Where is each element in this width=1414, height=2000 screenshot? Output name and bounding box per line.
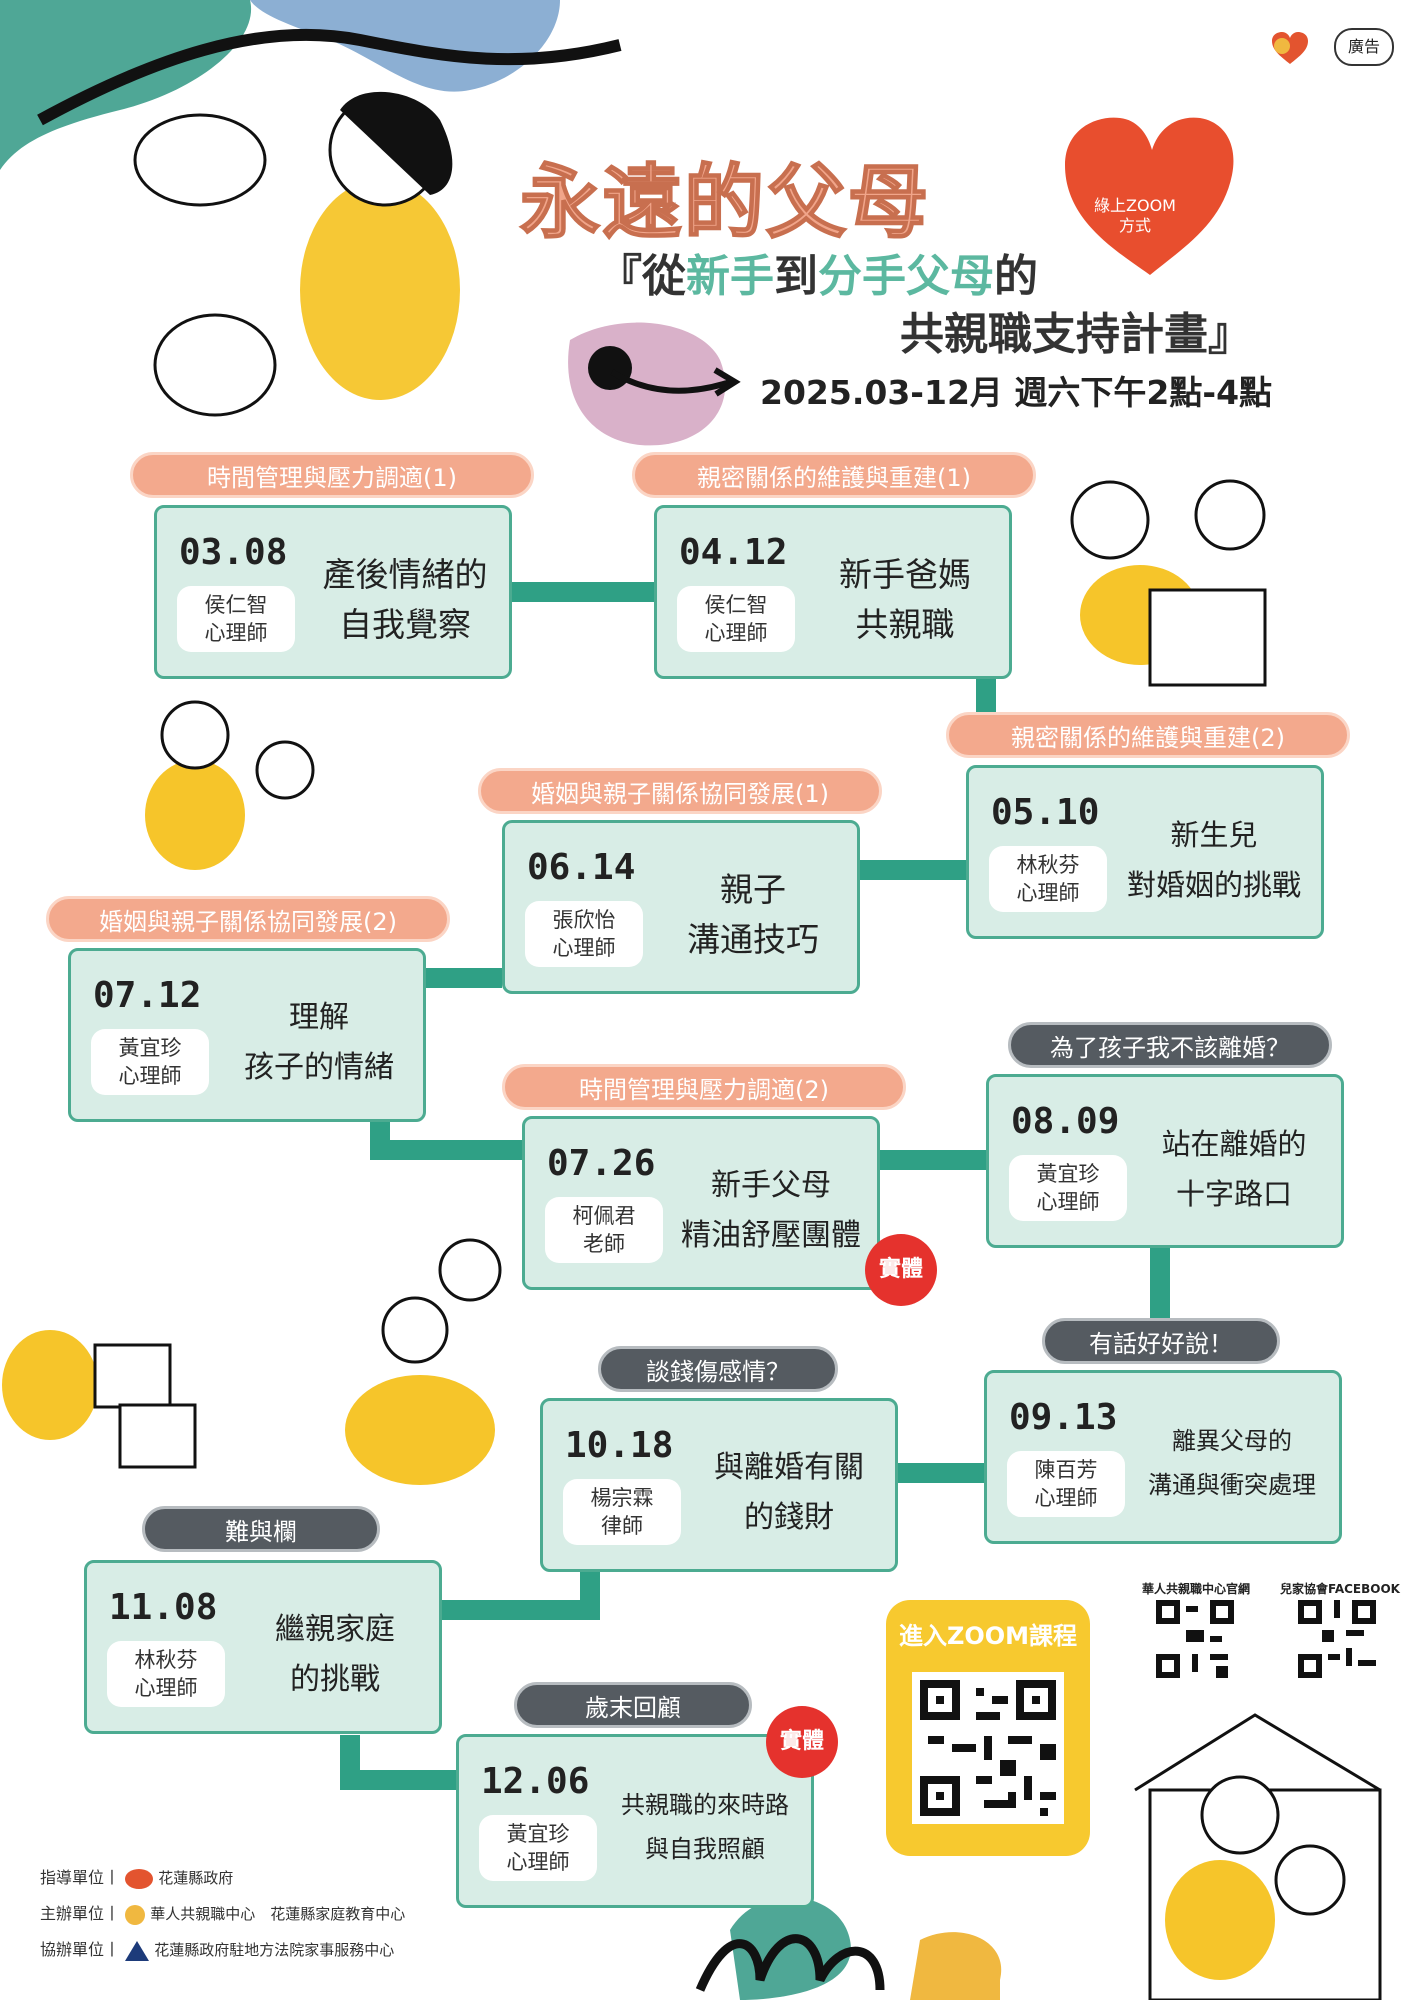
session-title: 站在離婚的 十字路口 xyxy=(1161,1127,1307,1211)
session-speaker: 林秋芬 心理師 xyxy=(989,846,1107,912)
session-title: 離異父母的 溝通與衝突處理 xyxy=(1148,1427,1316,1499)
subtitle-highlight-1: 新手 xyxy=(686,251,774,302)
topic-pill: 難與欄 xyxy=(142,1506,380,1552)
session-date: 11.08 xyxy=(109,1587,218,1628)
session-speaker: 黃宜珍 心理師 xyxy=(1009,1155,1127,1221)
in-person-badge: 實體 xyxy=(766,1706,838,1778)
session-card: 07.12 黃宜珍 心理師 理解 孩子的情緒 xyxy=(68,948,426,1122)
session-card: 11.08 林秋芬 心理師 繼親家庭 的挑戰 xyxy=(84,1560,442,1734)
footer-org: 花蓮縣政府 xyxy=(158,1869,234,1887)
subtitle-line-2: 共親職支持計畫』 xyxy=(900,309,1252,360)
session-card: 10.18 楊宗霖 律師 與離婚有關 的錢財 xyxy=(540,1398,898,1572)
hualien-logo-icon xyxy=(125,1868,154,1889)
subtitle-line-1: 『從新手到分手父母的 xyxy=(598,240,1038,304)
session-date: 10.18 xyxy=(565,1425,674,1466)
session-date: 12.06 xyxy=(481,1761,590,1802)
session-card: 03.08 侯仁智 心理師 產後情緒的 自我覺察 xyxy=(154,505,512,679)
session-title: 共親職的來時路 與自我照顧 xyxy=(621,1791,789,1863)
session-date: 05.10 xyxy=(991,792,1100,833)
session-speaker: 黃宜珍 心理師 xyxy=(479,1815,597,1881)
session-card: 05.10 林秋芬 心理師 新生兒 對婚姻的挑戰 xyxy=(966,765,1324,939)
subtitle-open: 『從 xyxy=(598,251,686,302)
topic-pill: 談錢傷感情？ xyxy=(598,1346,838,1392)
session-date: 09.13 xyxy=(1009,1397,1118,1438)
ad-badge: 廣告 xyxy=(1334,28,1394,66)
footer-guidance: 指導單位丨 花蓮縣政府 xyxy=(40,1864,233,1889)
session-title: 新生兒 對婚姻的挑戰 xyxy=(1126,818,1301,902)
session-speaker: 楊宗霖 律師 xyxy=(563,1479,681,1545)
subtitle-highlight-2: 分手父母 xyxy=(818,251,994,302)
zoom-course-link[interactable]: 進入ZOOM課程 xyxy=(886,1600,1090,1856)
session-date: 08.09 xyxy=(1011,1101,1120,1142)
session-speaker: 張欣怡 心理師 xyxy=(525,901,643,967)
facebook-qr-code-icon[interactable] xyxy=(1298,1600,1376,1678)
session-title: 與離婚有關 的錢財 xyxy=(714,1450,864,1535)
in-person-badge: 實體 xyxy=(865,1234,937,1306)
zoom-method-label: 綠上ZOOM 方式 xyxy=(1094,196,1176,235)
event-date: 2025.03-12月 週六下午2點-4點 xyxy=(760,373,1273,412)
session-speaker: 黃宜珍 心理師 xyxy=(91,1029,209,1095)
session-title: 新手爸媽 共親職 xyxy=(839,555,971,644)
session-date: 07.26 xyxy=(547,1143,656,1184)
session-date: 06.14 xyxy=(527,847,636,888)
session-card: 07.26 柯佩君 老師 新手父母 精油舒壓團體 xyxy=(522,1116,880,1290)
topic-pill: 為了孩子我不該離婚？ xyxy=(1008,1022,1332,1068)
qr-label: 華人共親職中心官網 xyxy=(1142,1582,1251,1596)
subtitle-end: 的 xyxy=(994,251,1038,302)
session-card: 08.09 黃宜珍 心理師 站在離婚的 十字路口 xyxy=(986,1074,1344,1248)
session-card: 06.14 張欣怡 心理師 親子 溝通技巧 xyxy=(502,820,860,994)
session-speaker: 柯佩君 老師 xyxy=(545,1197,663,1263)
session-title: 新手父母 精油舒壓團體 xyxy=(681,1168,861,1253)
footer-org: 花蓮縣政府駐地方法院家事服務中心 xyxy=(154,1941,395,1959)
session-speaker: 林秋芬 心理師 xyxy=(107,1641,225,1707)
session-speaker: 侯仁智 心理師 xyxy=(177,586,295,652)
heart-icon xyxy=(1065,117,1234,275)
website-qr-code-icon[interactable] xyxy=(1156,1600,1234,1678)
session-title: 繼親家庭 的挑戰 xyxy=(275,1612,395,1697)
session-title: 理解 孩子的情緒 xyxy=(244,1000,394,1085)
page-title: 永遠的父母 xyxy=(519,155,930,250)
session-speaker: 侯仁智 心理師 xyxy=(677,586,795,652)
topic-pill: 親密關係的維護與重建(2) xyxy=(946,712,1350,758)
footer-organizer: 主辦單位丨 華人共親職中心 花蓮縣家庭教育中心 xyxy=(40,1900,405,1925)
session-date: 07.12 xyxy=(93,975,202,1016)
session-title: 產後情緒的 自我覺察 xyxy=(322,555,488,644)
footer-label: 協辦單位丨 xyxy=(40,1940,121,1959)
session-title: 親子 溝通技巧 xyxy=(687,870,819,959)
session-date: 04.12 xyxy=(679,532,788,573)
topic-pill: 時間管理與壓力調適(1) xyxy=(130,452,534,498)
topic-pill: 時間管理與壓力調適(2) xyxy=(502,1064,906,1110)
zoom-course-title: 進入ZOOM課程 xyxy=(898,1622,1078,1650)
organization-logo-icon xyxy=(1272,32,1308,64)
co-parenting-logo-icon xyxy=(125,1904,146,1925)
session-card: 04.12 侯仁智 心理師 新手爸媽 共親職 xyxy=(654,505,1012,679)
footer-org: 華人共親職中心 花蓮縣家庭教育中心 xyxy=(150,1905,406,1923)
footer-co-organizer: 協辦單位丨 花蓮縣政府駐地方法院家事服務中心 xyxy=(40,1936,394,1961)
footer-label: 指導單位丨 xyxy=(40,1868,121,1887)
session-date: 03.08 xyxy=(179,532,288,573)
qr-label: 兒家協會FACEBOOK xyxy=(1280,1582,1400,1596)
topic-pill: 婚姻與親子關係協同發展(1) xyxy=(478,768,882,814)
topic-pill: 有話好好說！ xyxy=(1042,1318,1280,1364)
session-speaker: 陳百芳 心理師 xyxy=(1007,1451,1125,1517)
topic-pill: 歲末回顧 xyxy=(514,1682,752,1728)
topic-pill: 婚姻與親子關係協同發展(2) xyxy=(46,896,450,942)
zoom-qr-code-icon xyxy=(912,1672,1064,1824)
court-logo-icon xyxy=(125,1940,150,1961)
topic-pill: 親密關係的維護與重建(1) xyxy=(632,452,1036,498)
footer-label: 主辦單位丨 xyxy=(40,1904,121,1923)
session-card: 09.13 陳百芳 心理師 離異父母的 溝通與衝突處理 xyxy=(984,1370,1342,1544)
subtitle-mid: 到 xyxy=(774,251,818,302)
session-card: 12.06 黃宜珍 心理師 共親職的來時路 與自我照顧 xyxy=(456,1734,814,1908)
